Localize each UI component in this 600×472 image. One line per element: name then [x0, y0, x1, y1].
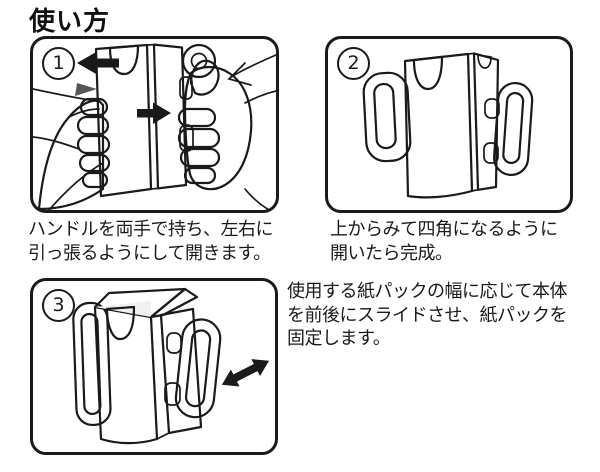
handle-clips	[483, 98, 500, 164]
step2-panel: 2	[325, 36, 573, 213]
step1-illustration	[33, 43, 276, 210]
double-headed-arrow-icon	[221, 359, 270, 387]
step3-caption-line3: 固定します。	[287, 328, 391, 349]
step1-caption: ハンドルを両手で持ち、左右に 引っ張るようにして開きます。	[28, 218, 274, 265]
left-arm-lines	[33, 83, 104, 210]
left-hand	[37, 99, 105, 210]
step2-number-badge: 2	[337, 47, 370, 80]
arrow-right-icon	[137, 102, 171, 124]
left-hand-fingers	[76, 97, 111, 189]
step2-caption: 上からみて四角になるように 開いたら完成。	[330, 218, 558, 265]
step1-number: 1	[52, 52, 65, 74]
step1-caption-line1: ハンドルを両手で持ち、左右に	[28, 219, 274, 240]
step2-caption-line1: 上からみて四角になるように	[330, 219, 558, 240]
step3-number-badge: 3	[42, 289, 75, 322]
step2-illustration	[362, 52, 534, 199]
step3-caption-line2: を前後にスライドさせ、紙パックを	[287, 304, 568, 326]
step3-caption: 使用する紙パックの幅に応じて本体 を前後にスライドさせ、紙パックを 固定します。	[287, 280, 568, 351]
step2-caption-line2: 開いたら完成。	[330, 242, 453, 264]
step3-number: 3	[52, 294, 65, 316]
step3-caption-line1: 使用する紙パックの幅に応じて本体	[287, 281, 568, 302]
step2-number: 2	[347, 52, 360, 74]
holder-body-open	[403, 52, 500, 199]
step1-number-badge: 1	[42, 47, 75, 80]
step3-panel: 3	[30, 278, 278, 455]
step3-illustration	[72, 287, 270, 445]
step1-panel: 1	[30, 36, 279, 213]
holder-handle-left	[72, 301, 112, 427]
arrow-left-icon	[77, 51, 119, 75]
holder-handle-right	[493, 81, 534, 177]
page-title: 使い方	[29, 7, 111, 37]
holder-handle-left	[362, 71, 412, 163]
holder-body-open	[93, 301, 203, 445]
right-hand	[177, 59, 270, 210]
holder-handle-right	[174, 318, 222, 419]
step1-caption-line2: 引っ張るようにして開きます。	[28, 242, 271, 264]
